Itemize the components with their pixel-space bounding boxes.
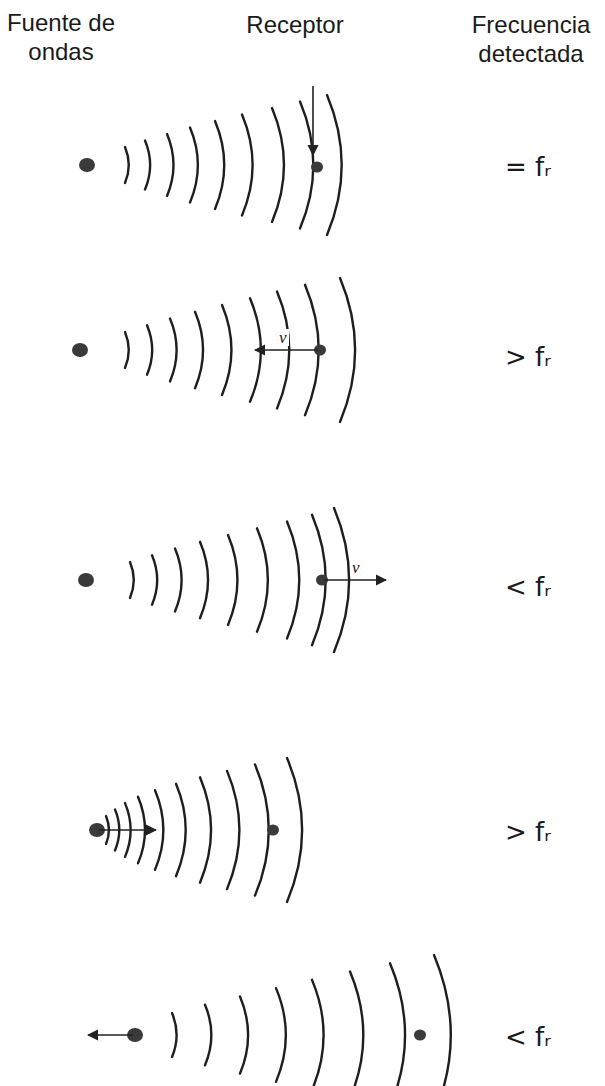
wave-front [434,955,451,1086]
wave-source-dot [72,343,88,357]
velocity-arrows [88,86,386,1035]
wave-front [176,784,186,876]
wave-front [242,115,253,216]
wave-front [200,542,208,619]
wave-front [312,980,324,1086]
receiver-dot [267,825,279,836]
wave-front [276,988,286,1082]
wave-front [227,771,239,889]
frequency-label: > fᵣ [505,818,551,847]
wave-front [125,147,129,183]
velocity-arrow [312,86,314,155]
wave-front [272,108,284,222]
wave-front [390,963,405,1086]
receiver-dot [414,1030,426,1041]
wave-front [215,121,224,209]
wave-front [170,319,177,382]
velocity-label: v [277,329,289,346]
wave-front [300,102,313,229]
wave-front [228,535,237,625]
velocity-arrow [88,1034,133,1036]
wave-front [287,522,299,639]
column-heading: Frecuencia detectada [462,10,600,69]
wave-front [175,549,182,612]
velocity-arrow [99,829,156,831]
frequency-label: > fᵣ [505,343,551,372]
wave-front [287,758,302,902]
wave-front [155,790,163,870]
wave-front [222,305,231,395]
receiver-dot [311,162,323,173]
wave-fronts [106,95,451,1086]
wave-source-dot [78,573,94,587]
wave-front [195,312,203,389]
column-heading: Fuente de ondas [0,8,122,67]
wave-front [340,278,355,422]
wave-front [240,996,248,1073]
wave-front [167,134,174,196]
wave-front [257,528,268,632]
frequency-label: < fᵣ [505,573,551,602]
wave-front [327,95,342,235]
wave-front [205,1005,211,1066]
velocity-arrow [324,579,386,581]
wave-front [172,1013,177,1057]
wave-front [152,555,157,605]
column-heading: Receptor [240,10,350,39]
wave-front [190,128,198,203]
wave-front [350,972,363,1086]
wave-front [145,141,150,190]
wave-front [130,562,134,598]
wave-source-dot [79,158,95,172]
wave-front [147,325,152,375]
source-receiver-dots [72,158,426,1042]
wave-front [200,777,211,882]
frequency-label: < fᵣ [505,1023,551,1052]
wave-front [255,764,269,895]
velocity-label: v [350,559,362,576]
frequency-label: = fᵣ [505,153,551,182]
wave-front [125,332,129,368]
velocity-arrow [255,349,318,351]
